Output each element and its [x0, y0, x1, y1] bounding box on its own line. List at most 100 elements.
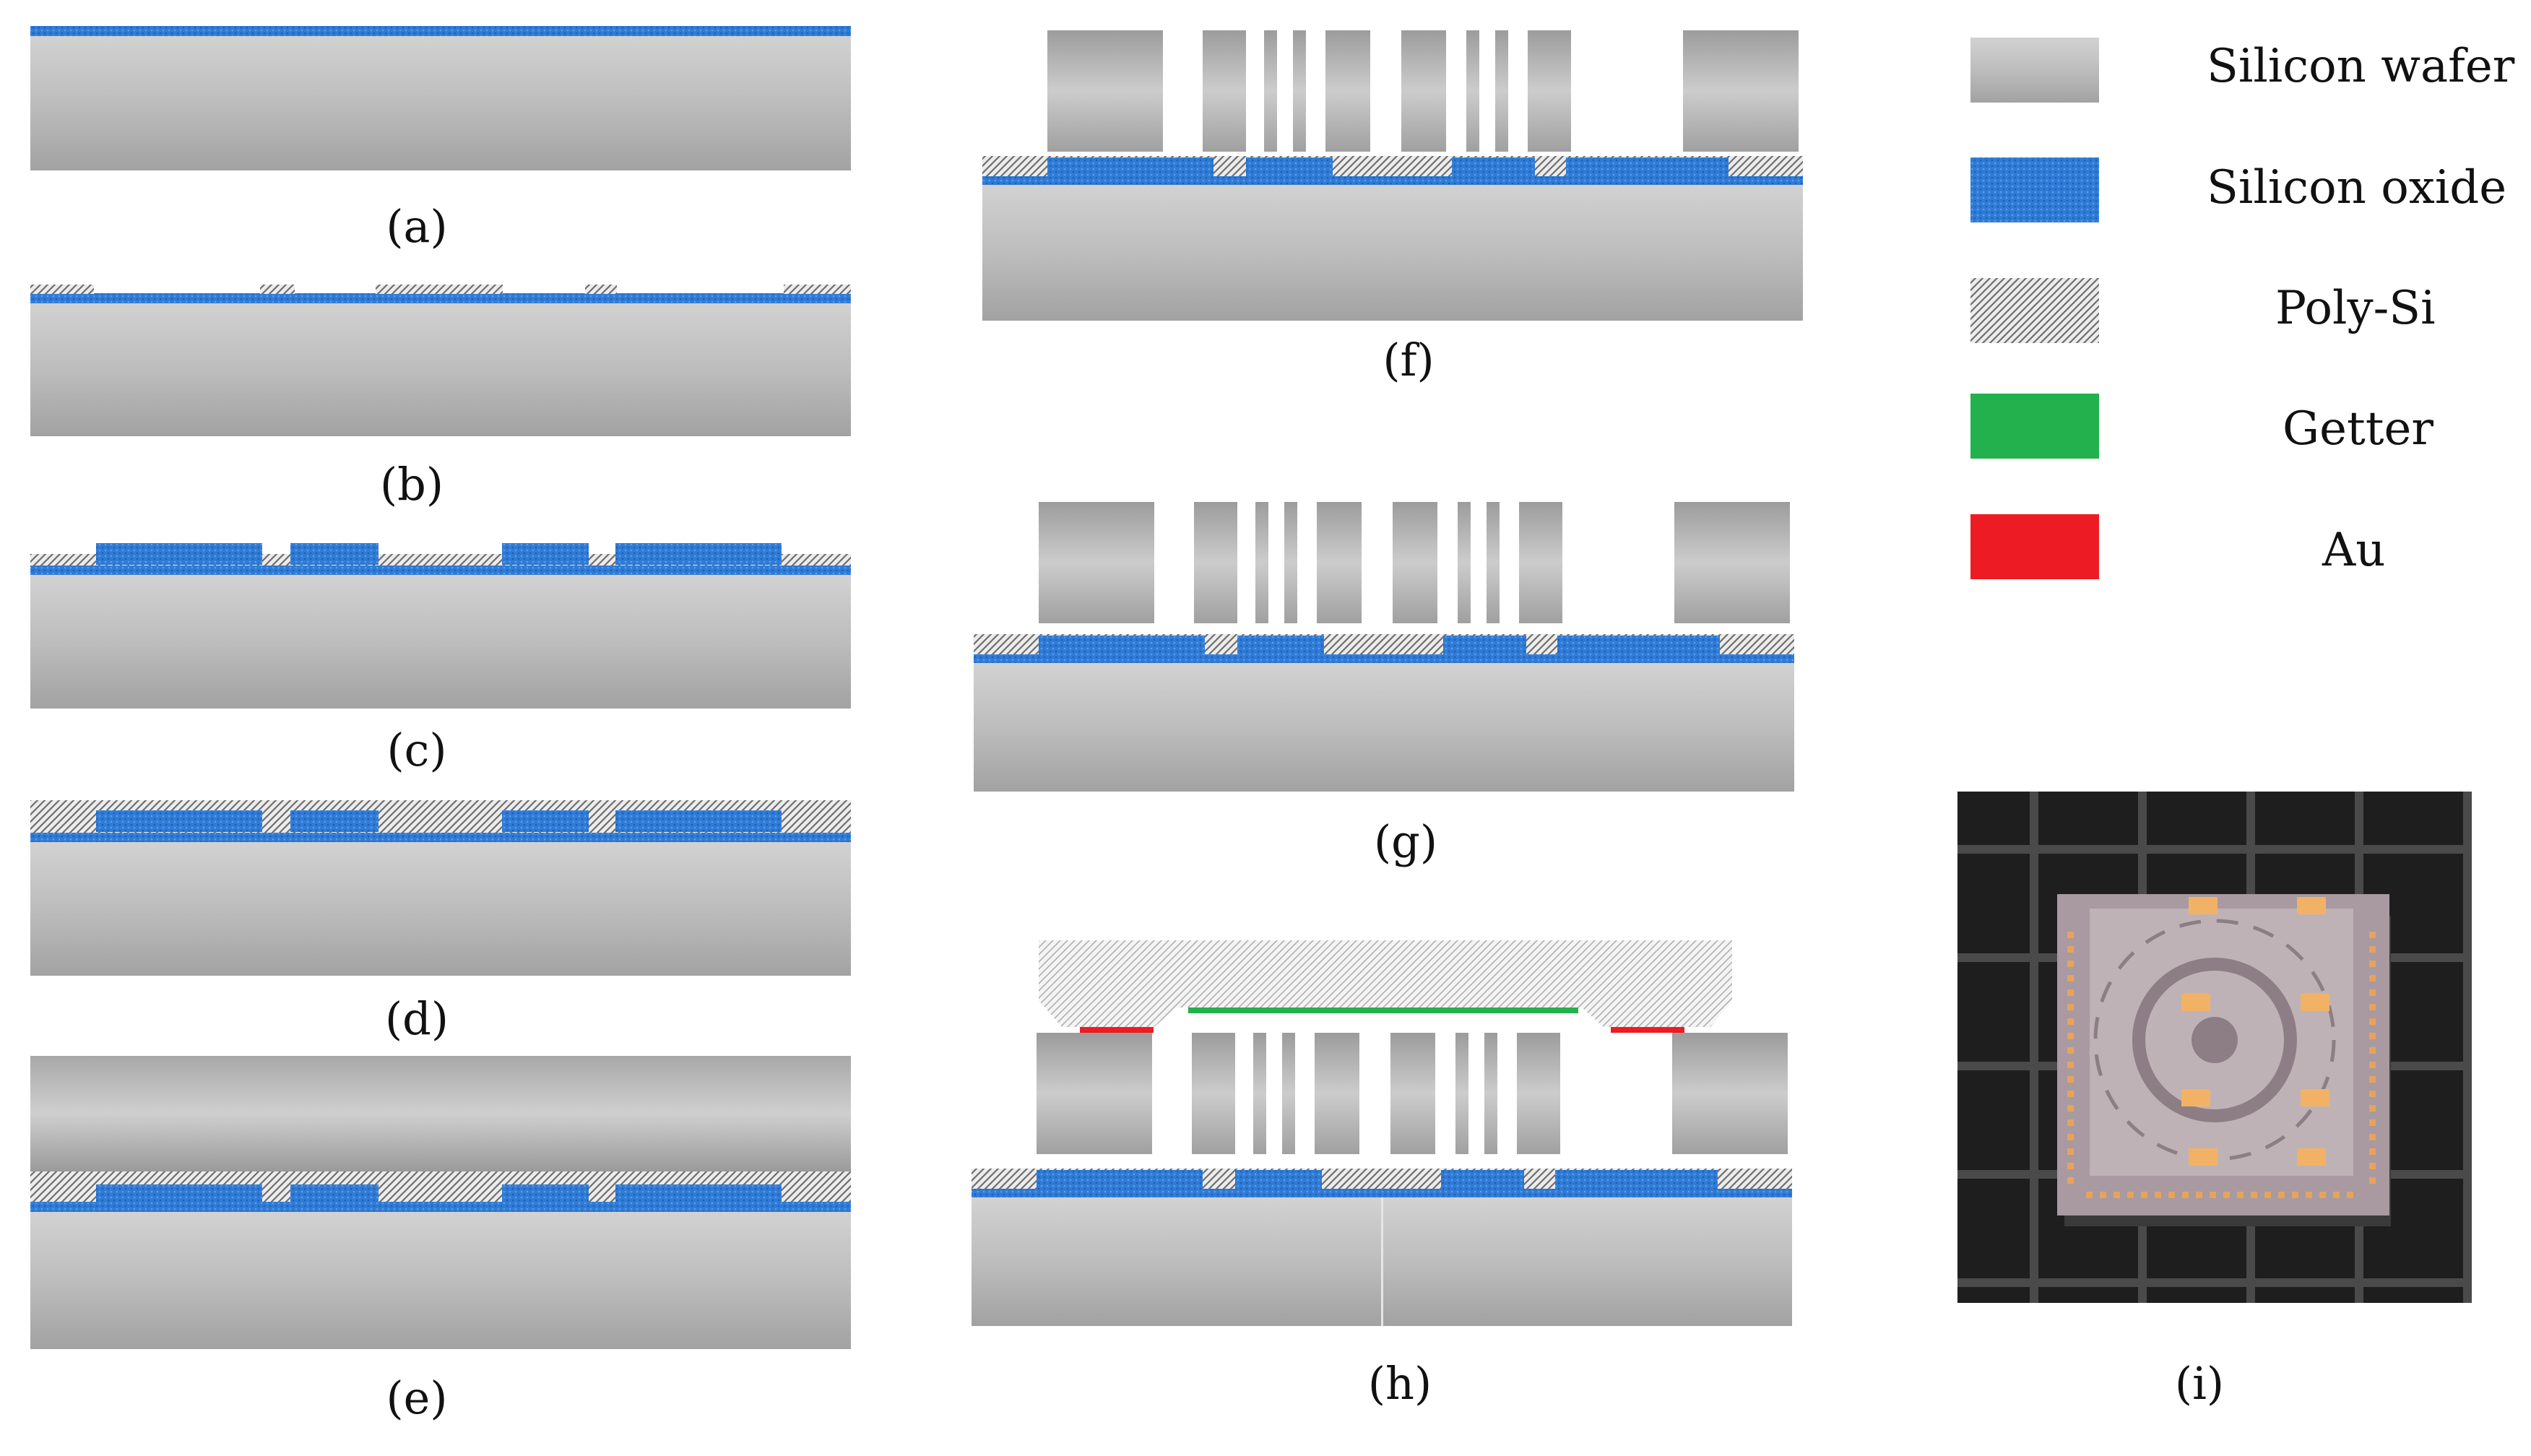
- oxide-pattern: [615, 1184, 782, 1206]
- bond-pad: [2369, 1134, 2376, 1140]
- silicon-structure: [1317, 502, 1362, 623]
- oxide-anchor: [1039, 636, 1205, 654]
- bond-pad: [2182, 1192, 2189, 1198]
- bond-pad: [2067, 1163, 2074, 1169]
- oxide-pattern: [502, 543, 589, 565]
- polysi-segment: [260, 285, 295, 294]
- device-photo: [1957, 792, 2472, 1303]
- bond-pad: [2369, 1119, 2376, 1126]
- oxide-anchor: [1566, 157, 1729, 176]
- bond-pad: [2369, 1033, 2376, 1039]
- oxide-layer: [30, 293, 851, 303]
- oxide-pattern: [290, 810, 378, 832]
- bond-pad: [2237, 1192, 2244, 1198]
- bond-pad: [2369, 1062, 2376, 1068]
- silicon-structure: [1683, 30, 1799, 152]
- oxide-layer: [30, 565, 851, 575]
- bond-pad: [2369, 1177, 2376, 1184]
- legend-label-au: Au: [2322, 524, 2386, 577]
- bond-pad: [2067, 1177, 2074, 1184]
- bond-pad: [2264, 1192, 2271, 1198]
- silicon-structure: [1390, 1033, 1435, 1154]
- silicon-structure: [1517, 1033, 1560, 1154]
- bond-pad: [2347, 1192, 2353, 1198]
- caption-d: (d): [384, 992, 449, 1045]
- ring-structure: [2132, 958, 2297, 1122]
- getter-layer: [1188, 1008, 1578, 1013]
- polysi-segment: [585, 285, 617, 294]
- polysi-segment: [784, 285, 851, 294]
- au-pad: [2181, 994, 2210, 1011]
- au-pad: [2297, 1148, 2326, 1166]
- bond-pad: [2369, 1018, 2376, 1025]
- grid-line-vertical: [2030, 792, 2038, 1303]
- oxide-anchor: [1235, 1170, 1322, 1189]
- bond-pad: [2369, 932, 2376, 938]
- silicon-structure: [1282, 1033, 1295, 1154]
- bond-pad: [2067, 946, 2074, 953]
- bond-pad: [2369, 1105, 2376, 1112]
- caption-a: (a): [386, 200, 448, 253]
- oxide-pattern: [96, 810, 262, 832]
- oxide-pattern: [615, 543, 782, 565]
- oxide-pattern: [96, 1184, 262, 1206]
- silicon-structure: [1255, 502, 1268, 623]
- bond-pad: [2067, 1148, 2074, 1155]
- caption-h: (h): [1367, 1357, 1432, 1410]
- grid-line-horizontal: [1957, 1278, 2472, 1287]
- bond-pad: [2067, 961, 2074, 967]
- bond-pad: [2369, 961, 2376, 967]
- silicon-structure: [1194, 502, 1237, 623]
- bond-pad: [2114, 1192, 2120, 1198]
- legend-label-poly-si: Poly-Si: [2275, 282, 2436, 335]
- bond-pad: [2319, 1192, 2326, 1198]
- bond-pad: [2369, 946, 2376, 953]
- au-pad: [2301, 994, 2329, 1011]
- oxide-anchor: [1452, 157, 1535, 176]
- silicon-structure: [1192, 1033, 1235, 1154]
- oxide-anchor: [1047, 157, 1213, 176]
- bond-pad: [2067, 1134, 2074, 1140]
- bond-pad: [2369, 1076, 2376, 1083]
- oxide-layer: [974, 653, 1794, 663]
- grid-line-horizontal: [1957, 845, 2472, 854]
- silicon-structure: [1484, 1033, 1497, 1154]
- bond-pad: [2369, 975, 2376, 982]
- caption-f: (f): [1383, 334, 1435, 386]
- legend-swatch-au: [1970, 514, 2099, 579]
- silicon-structure: [1039, 502, 1154, 623]
- diagram-g: [974, 502, 1794, 792]
- legend-swatch-silicon: [1970, 38, 2099, 103]
- oxide-anchor: [1443, 636, 1526, 654]
- bond-pad: [2369, 1163, 2376, 1169]
- au-bond-right: [1611, 1027, 1684, 1033]
- au-pad: [2301, 1089, 2329, 1106]
- oxide-layer: [30, 26, 851, 36]
- diagram-d: [30, 800, 851, 976]
- bond-pad: [2067, 932, 2074, 938]
- legend-swatch-getter: [1970, 394, 2099, 459]
- silicon-substrate: [30, 841, 851, 976]
- silicon-structure: [1284, 502, 1297, 623]
- oxide-anchor: [1037, 1170, 1203, 1189]
- silicon-structure: [1455, 1033, 1468, 1154]
- silicon-structure: [1325, 30, 1370, 152]
- bond-pad: [2067, 975, 2074, 982]
- oxide-pattern: [615, 810, 782, 832]
- silicon-substrate: [30, 35, 851, 170]
- au-pad: [2297, 897, 2326, 914]
- silicon-structure: [1672, 1033, 1788, 1154]
- bond-pad: [2067, 1018, 2074, 1025]
- bond-pad: [2306, 1192, 2312, 1198]
- legend-label-silicon-oxide: Silicon oxide: [2207, 161, 2507, 214]
- substrate-seam: [1381, 1197, 1383, 1326]
- bond-pad: [2067, 1047, 2074, 1054]
- bond-pad: [2100, 1192, 2106, 1198]
- oxide-anchor: [1246, 157, 1333, 176]
- oxide-layer: [982, 175, 1803, 185]
- caption-b: (b): [379, 458, 444, 511]
- silicon-substrate: [30, 302, 851, 436]
- silicon-structure: [1315, 1033, 1359, 1154]
- silicon-structure: [1047, 30, 1163, 152]
